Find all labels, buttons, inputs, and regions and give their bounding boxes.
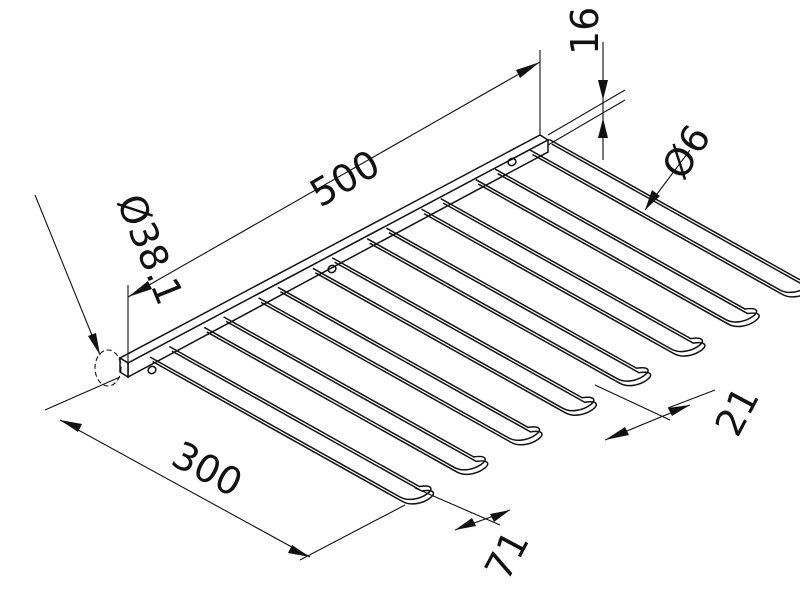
hairpin-rod <box>152 350 435 505</box>
dimension-width: 300 <box>44 376 406 561</box>
hairpin-rod <box>421 197 704 353</box>
hairpin-rod <box>532 143 800 298</box>
dimension-rod-diameter: Ø6 <box>644 117 719 211</box>
hairpin-rod <box>203 316 486 471</box>
hairpin-rod <box>477 172 760 328</box>
dimension-height: 16 <box>547 7 626 160</box>
hairpin-rod <box>260 291 543 446</box>
hairpin-rod <box>312 257 595 412</box>
dimension-length-label: 500 <box>303 141 388 215</box>
hairpin-rod <box>369 232 652 387</box>
dimension-hole-diameter-label: Ø38.1 <box>108 188 192 311</box>
hairpin-rod <box>149 345 432 501</box>
hairpin-rod <box>314 261 598 416</box>
dimension-width-label: 300 <box>165 433 250 506</box>
dimension-spacing: 71 <box>414 487 538 587</box>
hairpin-rod <box>529 138 800 294</box>
mounting-holes <box>147 157 517 375</box>
dimension-rod-diameter-label: Ø6 <box>653 117 719 186</box>
dimension-hole-diameter: Ø38.1 <box>34 188 192 387</box>
hairpin-rod <box>258 286 541 441</box>
hairpin-rod <box>423 202 706 357</box>
hairpin-rods <box>149 138 800 505</box>
hairpin-rod <box>366 227 649 382</box>
hairpin-rod <box>475 168 758 323</box>
dimension-offset: 21 <box>594 380 768 443</box>
hairpin-rod <box>206 320 489 476</box>
dimension-spacing-label: 71 <box>476 524 538 587</box>
dimension-offset-label: 21 <box>706 380 768 443</box>
dimension-height-label: 16 <box>563 7 607 55</box>
